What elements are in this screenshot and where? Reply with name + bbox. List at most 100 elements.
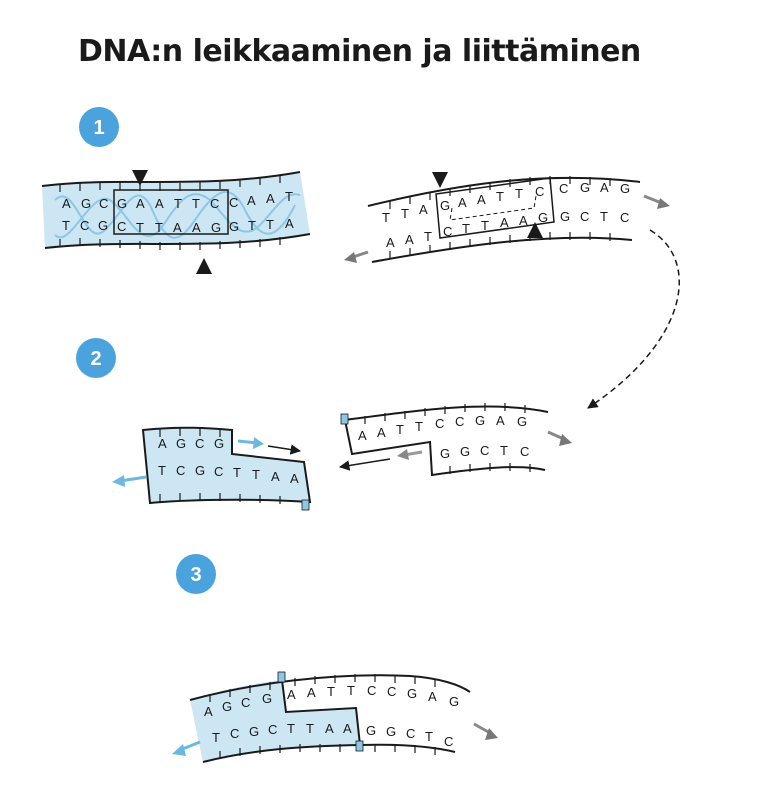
- svg-text:T: T: [174, 196, 182, 211]
- arrowhead: [657, 198, 670, 209]
- arrowhead: [397, 449, 409, 460]
- svg-text:A: A: [307, 685, 316, 700]
- svg-text:G: G: [580, 180, 590, 195]
- panel1-right-strand: T T A G A A T T C C G A G A A T C T T A …: [344, 172, 670, 263]
- svg-text:T: T: [481, 218, 489, 233]
- phosphate-end-marker: [301, 499, 310, 511]
- svg-text:C: C: [406, 726, 415, 741]
- svg-text:A: A: [204, 704, 213, 719]
- svg-text:C: C: [241, 695, 250, 710]
- step-badge-3: 3: [176, 554, 216, 594]
- svg-text:T: T: [600, 209, 608, 224]
- panel3-ligated-strand: A G C G A A T T C C G A G T C G C T T A …: [172, 671, 498, 763]
- panel2-left-fragment: A G C G T C G C T T A A: [112, 426, 312, 511]
- svg-text:C: C: [580, 209, 589, 224]
- arrowhead: [112, 475, 125, 487]
- svg-text:T: T: [192, 196, 200, 211]
- svg-text:A: A: [136, 196, 145, 211]
- svg-text:T: T: [500, 443, 508, 458]
- svg-text:T: T: [155, 220, 163, 235]
- svg-text:G: G: [214, 436, 224, 451]
- arrowhead: [344, 252, 357, 263]
- svg-text:G: G: [560, 209, 570, 224]
- sequence-bottom: A A T C T T A A G G C T C: [386, 209, 629, 250]
- svg-text:G: G: [517, 414, 527, 429]
- sequence-top: T T A G A A T T C C G A G: [382, 180, 630, 225]
- svg-text:T: T: [252, 467, 260, 482]
- direction-arrow: [338, 458, 391, 471]
- svg-text:A: A: [405, 232, 414, 247]
- sequence-bottom: G G C T C: [440, 443, 529, 461]
- svg-text:T: T: [62, 218, 70, 233]
- svg-text:G: G: [98, 218, 108, 233]
- cut-site-marker-bottom: [196, 258, 212, 274]
- phosphate-end-marker: [340, 413, 349, 425]
- svg-text:G: G: [620, 181, 630, 196]
- step-number: 2: [90, 348, 101, 370]
- svg-text:C: C: [210, 196, 219, 211]
- svg-text:T: T: [248, 218, 256, 233]
- cut-site-marker-bottom: [527, 222, 543, 238]
- svg-text:C: C: [535, 184, 544, 199]
- svg-text:C: C: [117, 219, 126, 234]
- dashed-connector-arrow: [587, 229, 680, 409]
- svg-text:T: T: [136, 220, 144, 235]
- svg-text:A: A: [247, 193, 256, 208]
- step-badge-2: 2: [76, 338, 116, 378]
- direction-arrow: [267, 444, 302, 455]
- svg-text:T: T: [424, 229, 432, 244]
- svg-text:A: A: [458, 195, 467, 210]
- svg-text:C: C: [99, 196, 108, 211]
- svg-text:A: A: [62, 196, 71, 211]
- svg-text:C: C: [176, 463, 185, 478]
- sequence-bottom: T C G C T T A A G G T T A: [62, 216, 294, 235]
- phosphate-end-marker: [355, 740, 364, 752]
- svg-text:T: T: [306, 721, 314, 736]
- recognition-site-box: [435, 177, 555, 239]
- svg-text:T: T: [233, 465, 241, 480]
- svg-text:T: T: [415, 419, 423, 434]
- svg-text:G: G: [366, 723, 376, 738]
- svg-text:A: A: [358, 428, 367, 443]
- svg-text:T: T: [515, 186, 523, 201]
- svg-text:T: T: [462, 221, 470, 236]
- arrowhead: [559, 434, 572, 446]
- svg-text:A: A: [158, 436, 167, 451]
- phosphate-end-marker: [277, 671, 286, 683]
- svg-text:C: C: [367, 683, 376, 698]
- svg-text:A: A: [477, 192, 486, 207]
- svg-text:C: C: [620, 210, 629, 225]
- svg-text:A: A: [519, 213, 528, 228]
- svg-text:G: G: [211, 220, 221, 235]
- svg-text:T: T: [287, 721, 295, 736]
- svg-text:C: C: [559, 181, 568, 196]
- recognition-site-box: [113, 189, 229, 235]
- svg-text:A: A: [600, 180, 609, 195]
- sequence-top: A G C G A A T T C C A A T: [62, 189, 293, 211]
- svg-text:A: A: [173, 220, 182, 235]
- svg-text:T: T: [496, 189, 504, 204]
- svg-text:A: A: [192, 220, 201, 235]
- page-title: DNA:n leikkaaminen ja liittäminen: [78, 34, 641, 69]
- svg-text:C: C: [230, 726, 239, 741]
- svg-text:G: G: [222, 699, 232, 714]
- svg-text:G: G: [386, 724, 396, 739]
- svg-text:C: C: [80, 218, 89, 233]
- panel2-right-fragment: A A T T C C G A G G G C T C: [338, 403, 572, 477]
- svg-text:T: T: [158, 463, 166, 478]
- svg-text:C: C: [520, 444, 529, 459]
- svg-text:C: C: [435, 416, 444, 431]
- svg-text:T: T: [382, 210, 390, 225]
- arrowhead: [485, 728, 498, 740]
- svg-text:A: A: [290, 471, 299, 486]
- svg-text:G: G: [249, 724, 259, 739]
- step-badge-1: 1: [79, 107, 119, 147]
- sequence-bottom: T C G C T T A A G G C T C: [212, 721, 453, 749]
- svg-text:T: T: [327, 684, 335, 699]
- svg-text:C: C: [387, 684, 396, 699]
- svg-text:G: G: [81, 196, 91, 211]
- svg-text:G: G: [117, 196, 127, 211]
- svg-text:A: A: [271, 469, 280, 484]
- svg-text:A: A: [287, 687, 296, 702]
